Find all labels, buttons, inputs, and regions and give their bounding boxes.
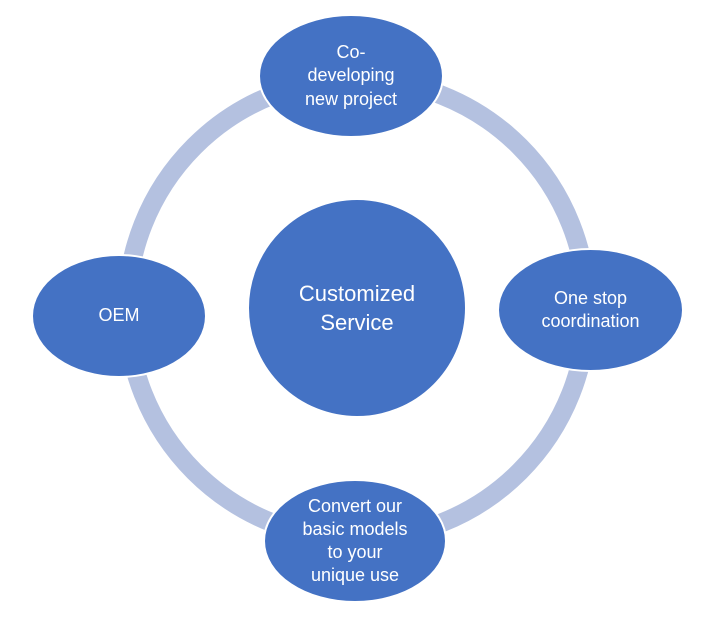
oem-node: OEM [31, 254, 207, 378]
oem-label: OEM [98, 305, 140, 326]
co-developing-node: Co- developing new project [258, 14, 444, 138]
one-stop-coordination-node: One stop coordination [497, 248, 684, 372]
co-developing-label: Co- developing new project [304, 42, 398, 109]
customized-service-node: Customized Service [247, 198, 467, 418]
customized-service-label: Customized Service [298, 280, 416, 335]
one-stop-coordination-label: One stop coordination [541, 287, 640, 331]
convert-models-node: Convert our basic models to your unique … [263, 479, 447, 603]
convert-models-label: Convert our basic models to your unique … [302, 495, 408, 586]
